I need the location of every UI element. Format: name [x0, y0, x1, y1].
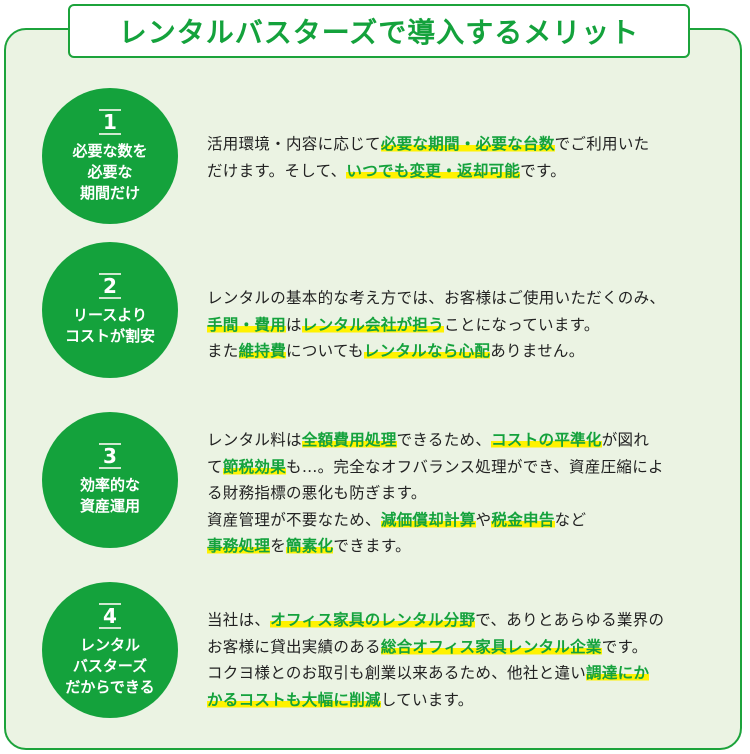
description-text: 当社は、	[207, 611, 271, 629]
description-text: できます。	[333, 537, 411, 555]
description-text: についても	[286, 342, 364, 360]
description-text: できるため、	[396, 431, 492, 449]
description-text: ありません。	[490, 342, 585, 360]
highlighted-text: オフィス家具のレンタル分野	[270, 611, 476, 629]
description-text: で、ありとあらゆる業界の	[475, 611, 665, 629]
merit-badge-3: 3 効率的な資産運用	[42, 412, 178, 548]
description-line: る財務指標の悪化も防ぎます。	[207, 480, 664, 507]
merit-badge-4: 4 レンタルバスターズだからできる	[42, 582, 178, 718]
description-text: 資産管理が不要なため、	[207, 510, 381, 529]
merit-number: 3	[99, 443, 121, 469]
highlighted-text: レンタル会社が担う	[301, 315, 445, 334]
merit-label-line: バスターズ	[72, 656, 148, 675]
description-line: お客様に貸出実績のある総合オフィス家具レンタル企業です。	[207, 634, 664, 661]
description-line: 手間・費用はレンタル会社が担うことになっています。	[207, 312, 665, 339]
highlighted-text: 減価償却計算	[380, 510, 476, 529]
merit-badge-2: 2 リースよりコストが割安	[42, 242, 178, 378]
description-line: 活用環境・内容に応じて必要な期間・必要な台数でご利用いた	[207, 131, 649, 158]
description-text: です。	[601, 637, 648, 656]
description-text: でご利用いた	[554, 135, 650, 153]
description-text: や	[475, 510, 492, 529]
description-text: お客様に貸出実績のある	[207, 637, 381, 656]
description-text: しています。	[380, 690, 474, 709]
merit-label-line: 効率的な	[79, 476, 140, 494]
highlighted-text: 総合オフィス家具レンタル企業	[380, 637, 602, 656]
description-text: だけます。そして、	[207, 161, 347, 180]
description-text: が図れ	[601, 431, 650, 449]
merit-label-line: 期間だけ	[79, 183, 140, 202]
description-text: 活用環境・内容に応じて	[207, 135, 381, 153]
description-text: て	[207, 457, 223, 476]
merit-description: レンタル料は全額費用処理できるため、コストの平準化が図れて節税効果も…。完全なオ…	[207, 427, 664, 560]
description-line: 事務処理を簡素化できます。	[207, 533, 664, 560]
description-text: また	[207, 342, 239, 360]
page-title-text: レンタルバスターズで導入するメリット	[118, 16, 640, 49]
highlighted-text: 税金申告	[491, 510, 555, 529]
highlighted-text: 必要な期間・必要な台数	[380, 135, 555, 153]
merit-label-line: レンタル	[79, 635, 140, 654]
description-line: 資産管理が不要なため、減価償却計算や税金申告など	[207, 507, 664, 534]
description-text: は	[286, 315, 302, 334]
description-line: レンタルの基本的な考え方では、お客様はご使用いただくのみ、	[207, 285, 665, 312]
description-text: も…。完全なオフバランス処理ができ、資産圧縮によ	[286, 457, 664, 476]
merit-number: 4	[99, 602, 121, 629]
merit-label-line: 資産運用	[79, 497, 140, 515]
merit-label-line: 必要な	[87, 162, 133, 181]
description-text: る財務指標の悪化も防ぎます。	[207, 484, 427, 502]
page-title: レンタルバスターズで導入するメリット	[68, 4, 690, 58]
description-text: を	[270, 537, 287, 555]
description-line: また維持費についてもレンタルなら心配ありません。	[207, 338, 665, 365]
merit-description: レンタルの基本的な考え方では、お客様はご使用いただくのみ、手間・費用はレンタル会…	[207, 285, 665, 365]
merit-number: 2	[99, 273, 121, 299]
highlighted-text: コストの平準化	[491, 431, 602, 449]
description-text: コクヨ様とのお取引も創業以来あるため、他社と違い	[207, 664, 587, 682]
highlighted-text: 調達にか	[586, 664, 650, 682]
merit-label-line: 必要な数を	[72, 141, 148, 160]
highlighted-text: レンタルなら心配	[363, 342, 491, 360]
highlighted-text: 維持費	[238, 342, 287, 360]
description-line: だけます。そして、いつでも変更・返却可能です。	[207, 158, 649, 185]
highlighted-text: 簡素化	[286, 537, 334, 555]
description-text: レンタルの基本的な考え方では、お客様はご使用いただくのみ、	[207, 289, 666, 307]
highlighted-text: 全額費用処理	[301, 431, 397, 449]
description-text: です。	[520, 161, 567, 180]
description-text: など	[554, 510, 587, 529]
highlighted-text: 節税効果	[222, 457, 287, 476]
merit-label-line: コストが割安	[64, 327, 155, 345]
description-text: レンタル料は	[207, 431, 302, 449]
description-line: レンタル料は全額費用処理できるため、コストの平準化が図れ	[207, 427, 664, 454]
highlighted-text: いつでも変更・返却可能	[346, 161, 521, 180]
merit-number: 1	[99, 108, 121, 135]
merit-label-line: だからできる	[65, 677, 155, 696]
merit-label-line: リースより	[73, 306, 147, 324]
merit-badge-1: 1 必要な数を必要な期間だけ	[42, 88, 178, 224]
description-line: コクヨ様とのお取引も創業以来あるため、他社と違い調達にか	[207, 660, 664, 687]
highlighted-text: 手間・費用	[207, 315, 287, 334]
description-line: て節税効果も…。完全なオフバランス処理ができ、資産圧縮によ	[207, 454, 664, 481]
merit-description: 当社は、オフィス家具のレンタル分野で、ありとあらゆる業界のお客様に貸出実績のある…	[207, 607, 664, 713]
highlighted-text: 事務処理	[207, 537, 271, 555]
merit-description: 活用環境・内容に応じて必要な期間・必要な台数でご利用いただけます。そして、いつで…	[207, 131, 649, 184]
description-line: 当社は、オフィス家具のレンタル分野で、ありとあらゆる業界の	[207, 607, 664, 634]
description-line: かるコストも大幅に削減しています。	[207, 687, 664, 714]
highlighted-text: かるコストも大幅に削減	[207, 690, 381, 709]
description-text: ことになっています。	[444, 315, 600, 334]
